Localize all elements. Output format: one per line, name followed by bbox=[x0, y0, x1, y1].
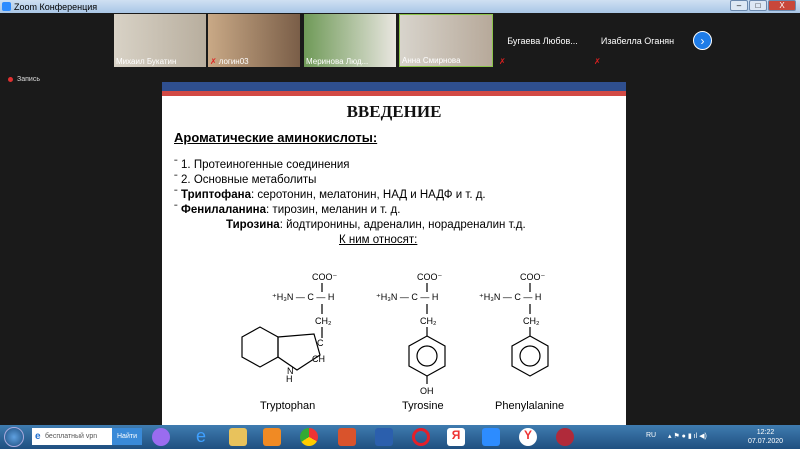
start-button[interactable] bbox=[4, 427, 24, 447]
minimize-button[interactable]: – bbox=[730, 0, 748, 11]
search-input[interactable]: бесплатный vpn bbox=[32, 428, 112, 445]
phenylalanine-structure: COO⁻ ⁺H₃N — C — H CH₂ bbox=[479, 272, 549, 377]
media-player-icon[interactable] bbox=[263, 428, 281, 446]
svg-text:CH₂: CH₂ bbox=[420, 316, 437, 326]
language-indicator[interactable]: RU bbox=[646, 432, 657, 439]
slide-text: : йодтиронины, адреналин, норадреналин т… bbox=[279, 219, 526, 231]
chrome-icon[interactable] bbox=[300, 428, 318, 446]
svg-text:OH: OH bbox=[420, 386, 434, 396]
participant-tile[interactable]: ✗логин03 bbox=[208, 14, 300, 67]
yandex-icon[interactable]: Я bbox=[447, 428, 465, 446]
muted-mic-icon: ✗ bbox=[210, 57, 217, 66]
ie-icon[interactable]: e bbox=[195, 426, 206, 446]
svg-text:C: C bbox=[317, 338, 324, 348]
zoom-app-icon bbox=[2, 2, 11, 11]
tray-icons[interactable]: ▴ ⚑ ● ▮ ıl ◀) bbox=[668, 433, 707, 440]
recording-indicator[interactable]: Запись bbox=[8, 76, 40, 83]
svg-text:H: H bbox=[286, 374, 293, 384]
participant-tile[interactable]: Изабелла Оганян✗ bbox=[594, 35, 675, 67]
svg-text:CH: CH bbox=[312, 354, 325, 364]
slide-text: : тирозин, меланин и т. д. bbox=[266, 204, 401, 216]
slide-item: 1. Протеиногенные соединения bbox=[181, 159, 350, 171]
slide-item: 2. Основные метаболиты bbox=[181, 174, 317, 186]
record-icon bbox=[8, 77, 13, 82]
participant-tile-active[interactable]: Анна Смирнова bbox=[399, 14, 493, 67]
close-button[interactable]: X bbox=[768, 0, 796, 11]
powerpoint-icon[interactable] bbox=[338, 428, 356, 446]
slide-bold: Фенилаланина bbox=[181, 204, 267, 216]
molecule-label: Phenylalanine bbox=[495, 400, 565, 412]
slide-subtitle: Ароматические аминокислоты: bbox=[174, 130, 378, 145]
slide-bold: Тирозина bbox=[226, 219, 280, 231]
molecule-label: Tyrosine bbox=[402, 400, 444, 412]
muted-mic-icon: ✗ bbox=[499, 57, 506, 66]
alice-icon[interactable] bbox=[152, 428, 170, 446]
molecule-label: Tryptophan bbox=[260, 400, 316, 412]
search-button[interactable]: Найти bbox=[112, 428, 142, 445]
svg-text:⁺H₃N — C — H: ⁺H₃N — C — H bbox=[272, 292, 334, 302]
tryptophan-structure: COO⁻ ⁺H₃N — C — H CH₂ C CH NH bbox=[241, 272, 338, 384]
svg-text:⁺H₃N — C — H: ⁺H₃N — C — H bbox=[479, 292, 541, 302]
svg-text:COO⁻: COO⁻ bbox=[520, 272, 546, 282]
participant-tile[interactable]: Бугаева Любов...✗ bbox=[499, 35, 578, 67]
slide-text: : серотонин, мелатонин, НАД и НАДФ и т. … bbox=[250, 189, 486, 201]
svg-text:COO⁻: COO⁻ bbox=[417, 272, 443, 282]
yandex-browser-icon[interactable]: Y bbox=[519, 428, 537, 446]
taskbar: бесплатный vpn Найти e Я Y RU ▴ ⚑ ● ▮ ıl… bbox=[0, 425, 800, 449]
word-icon[interactable] bbox=[375, 428, 393, 446]
amino-acid-structures: COO⁻ ⁺H₃N — C — H CH₂ C CH NH COO⁻ ⁺H₃N — … bbox=[241, 272, 549, 396]
slide-text: К ним относят: bbox=[339, 234, 418, 246]
muted-mic-icon: ✗ bbox=[594, 57, 601, 66]
shared-slide: ВВЕДЕНИЕ Ароматические аминокислоты: ˉ 1… bbox=[162, 82, 626, 425]
participant-tile[interactable]: Меринова Люд... bbox=[304, 14, 396, 67]
svg-text:COO⁻: COO⁻ bbox=[312, 272, 338, 282]
slide-title: ВВЕДЕНИЕ bbox=[346, 102, 442, 121]
window-title: Zoom Конференция bbox=[14, 1, 98, 12]
svg-text:⁺H₃N — C — H: ⁺H₃N — C — H bbox=[376, 292, 438, 302]
slide-red-bar bbox=[162, 91, 626, 96]
window-titlebar: Zoom Конференция – □ X bbox=[0, 0, 800, 13]
zoom-icon[interactable] bbox=[482, 428, 500, 446]
next-page-button[interactable]: › bbox=[693, 31, 712, 50]
app-icon[interactable] bbox=[556, 428, 574, 446]
slide-blue-bar bbox=[162, 82, 626, 91]
svg-text:CH₂: CH₂ bbox=[315, 316, 332, 326]
svg-text:CH₂: CH₂ bbox=[523, 316, 540, 326]
folder-icon[interactable] bbox=[229, 428, 247, 446]
opera-icon[interactable] bbox=[412, 428, 430, 446]
svg-text:N: N bbox=[287, 366, 294, 376]
participant-tile[interactable]: Михаил Бук­атин bbox=[114, 14, 206, 67]
slide-bold: Триптофана bbox=[181, 189, 251, 201]
maximize-button[interactable]: □ bbox=[749, 0, 767, 11]
tyrosine-structure: COO⁻ ⁺H₃N — C — H CH₂ OH bbox=[376, 272, 446, 396]
